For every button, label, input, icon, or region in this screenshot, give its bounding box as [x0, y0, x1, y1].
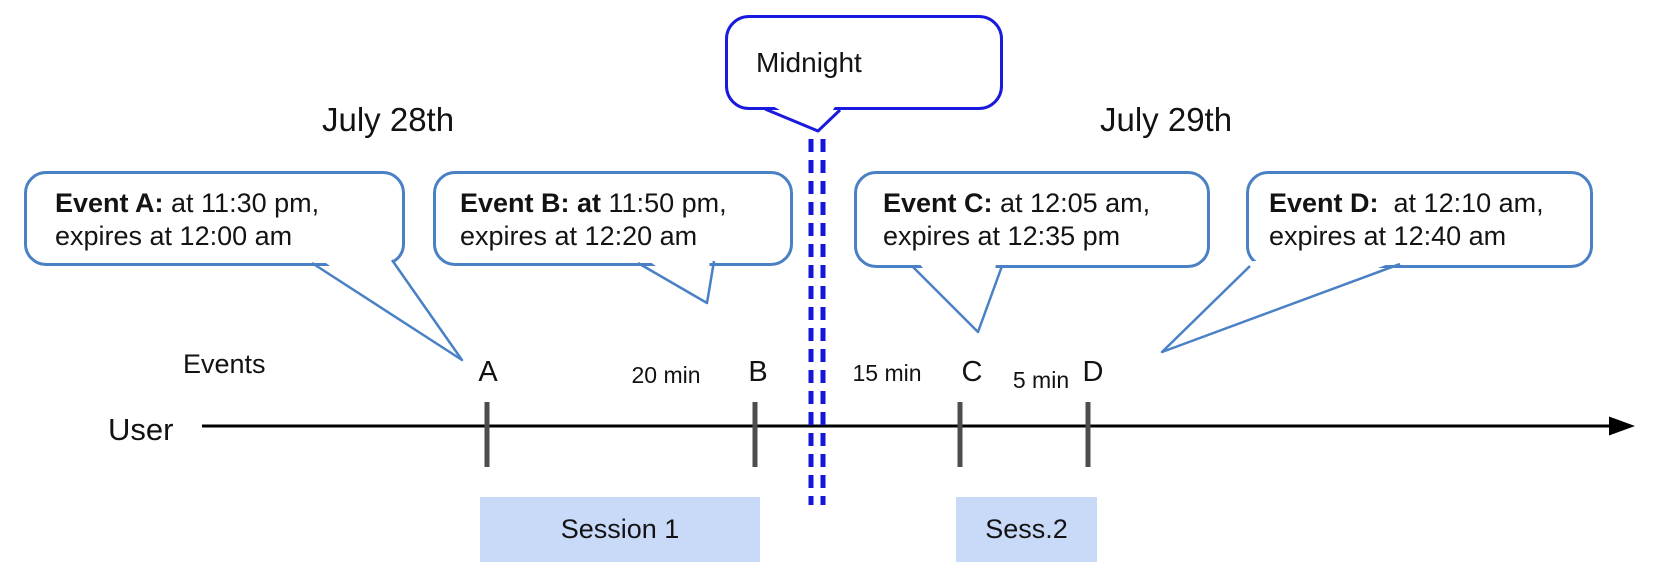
interval-5min: 5 min — [1012, 367, 1070, 393]
session-2-box: Sess.2 — [956, 497, 1097, 562]
session-2-label: Sess.2 — [985, 514, 1068, 544]
timeline-arrow — [202, 416, 1635, 436]
midnight-callout: Midnight — [725, 15, 1003, 110]
midnight-label: Midnight — [756, 46, 862, 78]
event-c-time: at 12:05 am, — [992, 188, 1151, 218]
event-a-callout-tail — [311, 256, 464, 362]
tick-label-b: B — [748, 356, 768, 388]
event-a-title: Event A: — [55, 188, 164, 218]
date-label-july-28: July 28th — [322, 101, 455, 138]
event-b-expiry: expires at 12:20 am — [460, 221, 698, 251]
user-axis-label: User — [108, 412, 174, 447]
event-a-callout: Event A: at 11:30 pm, expires at 12:00 a… — [24, 171, 405, 266]
event-c-callout-tail — [911, 261, 1004, 334]
event-c-title: Event C: — [883, 188, 993, 218]
event-d-expiry: expires at 12:40 am — [1269, 221, 1507, 251]
tick-label-d: D — [1082, 356, 1104, 388]
event-c-callout: Event C: at 12:05 am, expires at 12:35 p… — [854, 171, 1210, 268]
event-c-expiry: expires at 12:35 pm — [883, 221, 1121, 251]
event-b-time: 11:50 pm, — [601, 188, 727, 218]
interval-15min: 15 min — [852, 360, 922, 386]
event-d-callout: Event D: at 12:10 am, expires at 12:40 a… — [1246, 171, 1593, 268]
event-tick-marks — [484, 402, 1091, 467]
event-d-callout-tail — [1160, 261, 1401, 354]
tick-label-a: A — [478, 356, 498, 388]
date-label-july-29: July 29th — [1100, 101, 1233, 138]
event-d-time: at 12:10 am, — [1378, 188, 1544, 218]
event-a-time: at 11:30 pm, — [163, 188, 320, 218]
event-b-title: Event B: at — [460, 188, 602, 218]
session-1-label: Session 1 — [560, 514, 680, 544]
events-axis-label: Events — [183, 349, 266, 379]
interval-20min: 20 min — [631, 362, 701, 388]
event-a-expiry: expires at 12:00 am — [55, 221, 293, 251]
tick-label-c: C — [961, 356, 983, 388]
session-1-box: Session 1 — [480, 497, 760, 562]
event-b-callout: Event B: at 11:50 pm, expires at 12:20 a… — [433, 171, 793, 266]
midnight-dashed-line — [808, 139, 826, 505]
event-d-title: Event D: — [1269, 188, 1379, 218]
